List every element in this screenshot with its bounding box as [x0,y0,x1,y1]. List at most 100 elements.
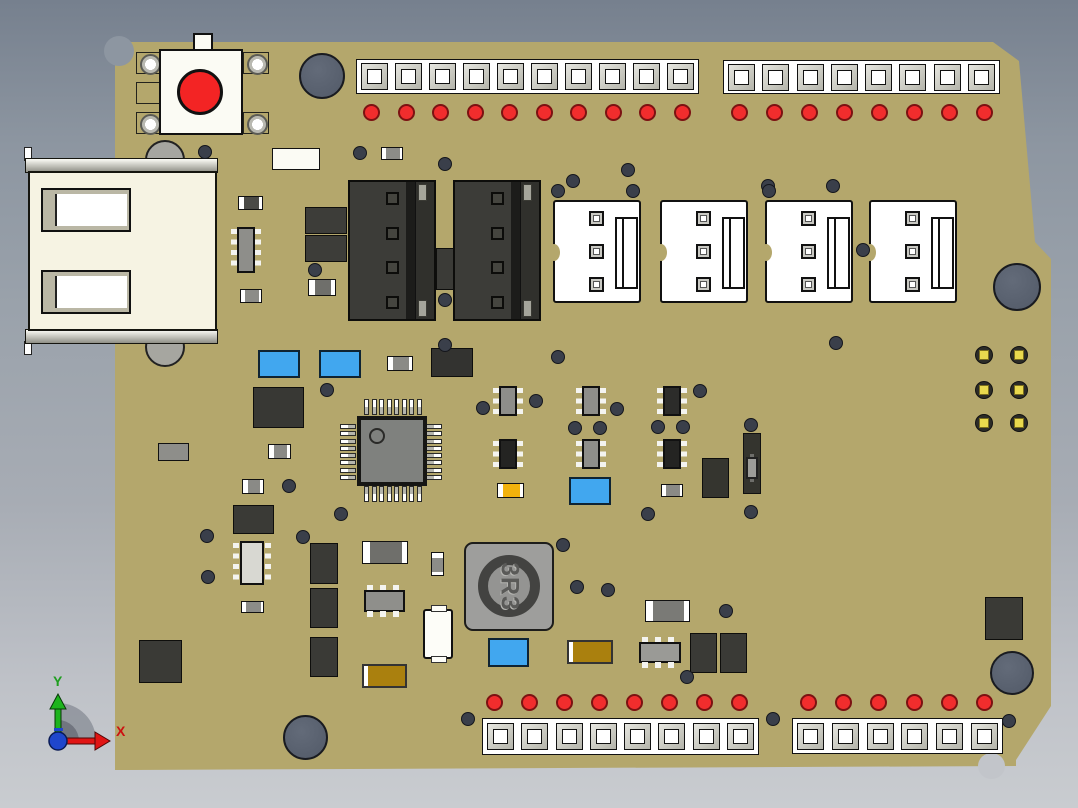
smd-component[interactable] [985,597,1023,640]
board-notch-bottom-right [978,753,1005,779]
via [320,383,334,397]
inductor-ring [478,555,540,617]
smd-component[interactable] [233,505,274,534]
smd-component[interactable] [690,633,717,673]
smd-component[interactable] [310,543,338,584]
slide-switch[interactable] [743,433,761,494]
black-connector-left[interactable] [348,180,436,321]
via [593,421,607,435]
axis-triad[interactable]: Y X [30,668,140,768]
led [836,103,853,121]
smd-component[interactable] [272,148,320,170]
via [438,157,452,171]
via [626,184,640,198]
via [296,530,310,544]
qfp-pin [416,486,422,502]
resistor[interactable] [242,479,264,494]
small-ic[interactable] [231,227,261,273]
smd-component[interactable] [305,235,347,262]
smd-component[interactable] [139,640,182,683]
via [641,507,655,521]
resistor[interactable] [238,196,263,210]
small-ic[interactable] [657,439,687,469]
smd-component[interactable] [702,458,729,498]
led [870,693,888,711]
capacitor-tantalum[interactable] [567,640,613,664]
header-bottom-right[interactable] [792,718,1003,754]
small-ic[interactable] [364,585,405,617]
via [353,146,367,160]
resistor[interactable] [308,279,336,296]
smd-component[interactable] [253,387,304,428]
header-top-right[interactable] [723,60,1000,94]
mounting-hole-right-top [993,263,1041,311]
header-pin [487,723,514,750]
qfp-pin [371,399,377,415]
resistor[interactable] [241,601,264,613]
led [397,103,415,121]
capacitor-blue[interactable] [569,477,611,505]
connector-latch [418,300,427,317]
small-ic[interactable] [493,386,523,416]
smd-component[interactable] [310,637,338,677]
smd-component[interactable] [158,443,189,461]
via [651,420,665,434]
via [829,336,843,350]
transistor-sot23[interactable] [639,637,681,668]
header-pin [555,723,583,750]
capacitor-white[interactable] [423,605,453,663]
microcontroller-qfp[interactable] [357,416,427,486]
smd-component[interactable] [310,588,338,628]
via [334,507,348,521]
x-axis-arrowhead [94,731,111,751]
small-ic[interactable] [657,386,687,416]
connector-notch [548,244,560,261]
qfp-pin [340,438,356,444]
white-connector[interactable] [548,200,641,303]
resistor[interactable] [661,484,683,497]
resistor[interactable] [362,541,408,564]
reset-button-cap[interactable] [177,69,223,115]
capacitor-blue[interactable] [488,638,529,667]
connector-slot [406,182,415,319]
small-ic[interactable] [576,439,606,469]
gold-pad [1010,414,1028,432]
smd-component[interactable] [305,207,347,234]
led [976,103,993,121]
via [476,401,490,415]
resistor[interactable] [431,552,444,576]
header-bottom-left[interactable] [482,718,759,755]
header-pin [692,723,720,750]
regulator-ic[interactable] [233,541,271,585]
resistor[interactable] [240,289,262,303]
power-inductor[interactable]: 3R3 [464,542,554,631]
led [626,693,643,711]
black-connector-right[interactable] [453,180,541,321]
resistor[interactable] [645,600,690,622]
silk-square [136,82,160,104]
white-connector[interactable] [655,200,748,303]
capacitor-tantalum[interactable] [362,664,407,688]
header-pin [726,723,754,750]
capacitor-yellow[interactable] [497,483,524,498]
resistor[interactable] [381,147,403,160]
switch-knob[interactable] [746,454,758,482]
header-top-left[interactable] [356,59,699,94]
white-connector[interactable] [864,200,957,303]
smd-component[interactable] [431,348,473,377]
resistor[interactable] [268,444,291,459]
led [940,693,958,711]
smd-component[interactable] [720,633,747,673]
connector-latch [418,184,427,201]
resistor[interactable] [387,356,413,371]
capacitor-blue[interactable] [258,350,300,378]
qfp-pin [364,399,369,415]
small-ic[interactable] [493,439,523,469]
via [556,538,570,552]
small-ic[interactable] [576,386,606,416]
capacitor-blue[interactable] [319,350,361,378]
led [673,103,691,121]
white-connector[interactable] [760,200,853,303]
gold-pad [975,346,993,364]
